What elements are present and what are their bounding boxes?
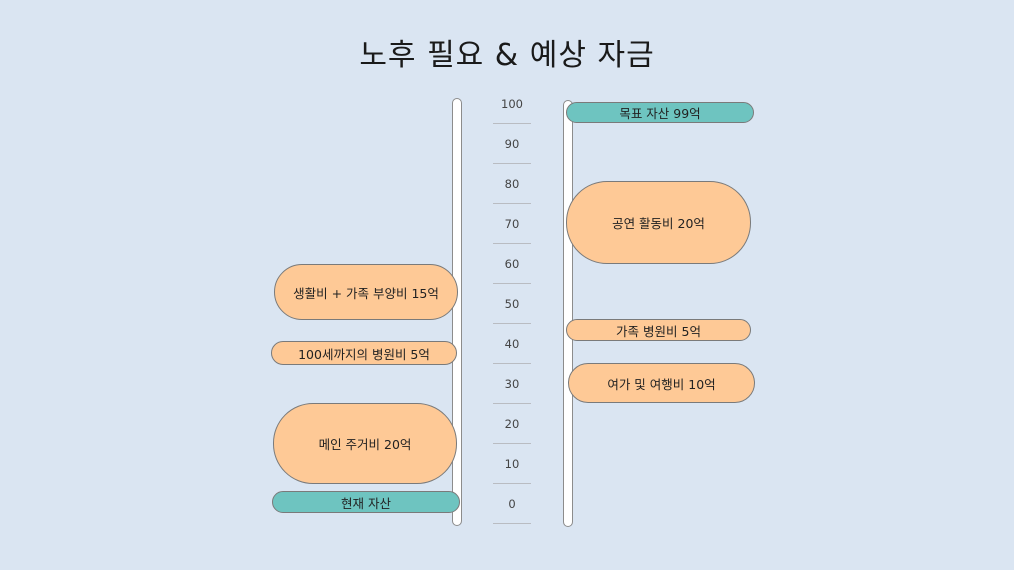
hospital-cost-until-100: 100세까지의 병원비 5억 [271,341,457,365]
tick-label: 60 [504,257,520,271]
main-housing-cost: 메인 주거비 20억 [273,403,457,484]
tick-line [493,283,531,284]
tick-label: 40 [504,337,520,351]
tick-label: 100 [501,97,523,111]
family-hospital-cost: 가족 병원비 5억 [566,319,751,341]
tick-line [493,363,531,364]
right-rail [563,100,573,527]
living-family-support-cost: 생활비 + 가족 부양비 15억 [274,264,458,320]
tick-line [493,203,531,204]
tick-line [493,403,531,404]
tick-label: 10 [504,457,520,471]
performance-activity-cost: 공연 활동비 20억 [566,181,751,264]
tick-label: 50 [504,297,520,311]
tick-line [493,523,531,524]
tick-line [493,123,531,124]
tick-line [493,163,531,164]
tick-label: 20 [504,417,520,431]
leisure-travel-cost: 여가 및 여행비 10억 [568,363,755,403]
tick-line [493,443,531,444]
page-title: 노후 필요 & 예상 자금 [359,38,655,73]
tick-line [493,323,531,324]
tick-label: 0 [508,497,516,511]
left-rail [452,98,462,526]
tick-line [493,483,531,484]
tick-label: 90 [504,137,520,151]
tick-label: 70 [504,217,520,231]
tick-label: 30 [504,377,520,391]
tick-line [493,243,531,244]
target-assets: 목표 자산 99억 [566,102,754,123]
current-assets: 현재 자산 [272,491,460,513]
tick-label: 80 [504,177,520,191]
